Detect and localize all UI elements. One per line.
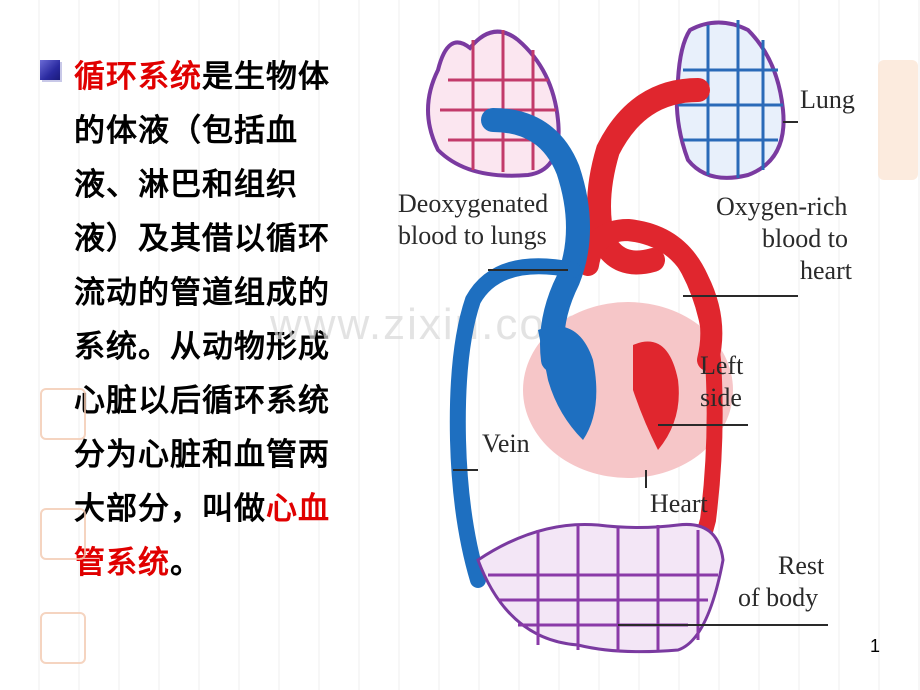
label-deoxygenated-2: blood to lungs: [398, 221, 547, 250]
term-circulatory-system: 循环系统: [74, 59, 202, 95]
label-rest-of-body-1: Rest: [778, 551, 825, 580]
side-seal-icon: [878, 60, 918, 180]
seal-stamp-icon: [40, 388, 86, 440]
label-deoxygenated-1: Deoxygenated: [398, 189, 548, 218]
left-lung: [426, 29, 561, 178]
label-left-side-2: side: [700, 383, 742, 412]
label-vein: Vein: [482, 429, 530, 458]
term-cardiovascular-system: 心血管系统: [74, 491, 330, 581]
body-text: 循环系统是生物体的体液（包括血液、淋巴和组织液）及其借以循环流动的管道组成的系统…: [74, 50, 332, 590]
label-oxygen-rich-1: Oxygen-rich: [716, 192, 847, 221]
vein-vessels: [449, 108, 597, 588]
label-heart: Heart: [650, 489, 709, 518]
label-rest-of-body-2: of body: [738, 583, 818, 612]
label-oxygen-rich-2: blood to: [762, 224, 848, 253]
seal-stamp-icon: [40, 508, 86, 560]
body-text-main: 是生物体的体液（包括血液、淋巴和组织液）及其借以循环流动的管道组成的系统。从动物…: [74, 59, 330, 527]
label-left-side-1: Left: [700, 351, 744, 380]
label-lung: Lung: [800, 85, 855, 114]
watermark-text: www.zixin.com: [270, 300, 585, 349]
circulatory-diagram: Lung Deoxygenated blood to lungs Oxygen-…: [398, 20, 855, 654]
label-oxygen-rich-3: heart: [800, 256, 853, 285]
leader-lines: [453, 121, 828, 626]
seal-stamp-icon: [40, 612, 86, 664]
body-text-end: 。: [170, 545, 202, 581]
page-number: 1: [870, 636, 881, 656]
body-capillaries: [476, 522, 725, 654]
bullet-square-icon: [40, 60, 60, 80]
